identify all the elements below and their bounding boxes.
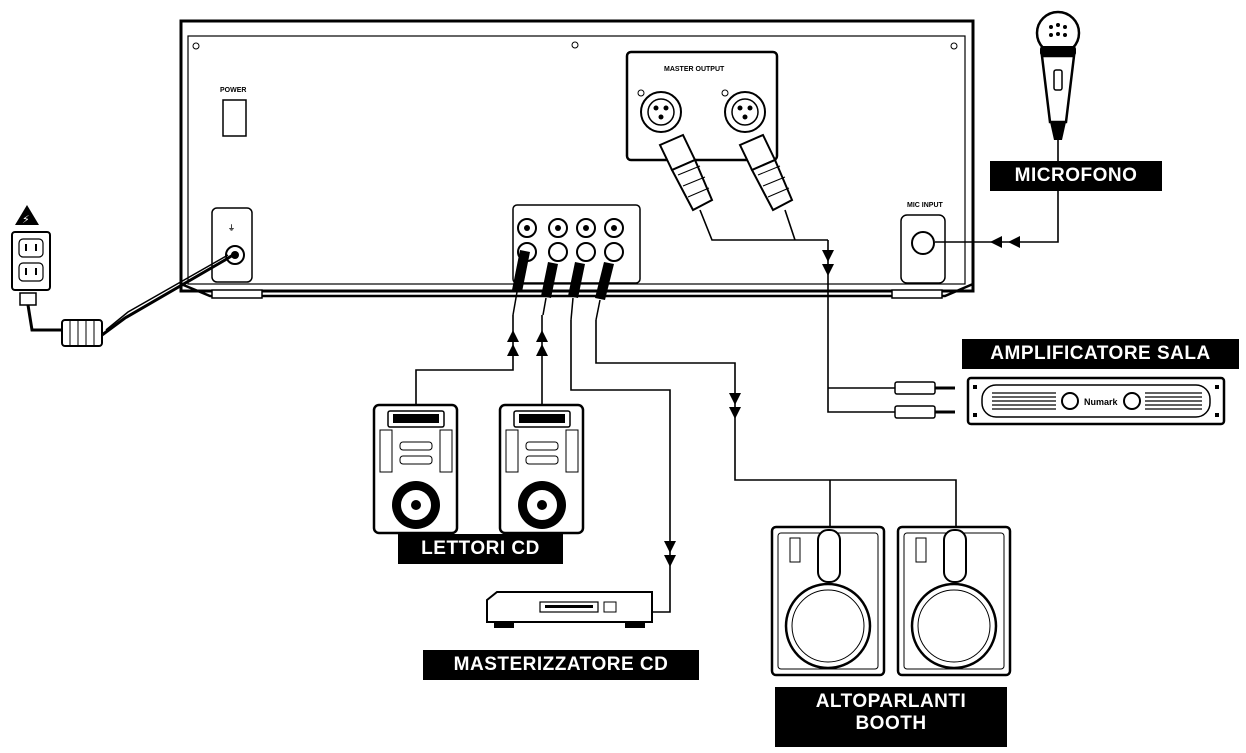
arrows <box>507 236 1020 567</box>
xlr-output-left <box>637 89 682 133</box>
label-lettori-cd: LETTORI CD <box>398 534 563 564</box>
microphone <box>1035 10 1081 140</box>
booth-speaker-left <box>770 525 886 677</box>
cd-player-2 <box>498 403 585 535</box>
master-output-panel: MASTER OUTPUT <box>625 50 779 162</box>
wall-outlet: ⚡ <box>11 205 51 306</box>
label-masterizzatore-cd: MASTERIZZATORE CD <box>423 650 699 680</box>
master-output-label: MASTER OUTPUT <box>664 66 725 73</box>
amp-brand: Numark <box>1084 397 1119 407</box>
svg-text:⏚: ⏚ <box>228 224 235 232</box>
label-altoparlanti-booth: ALTOPARLANTI BOOTH <box>775 687 1007 747</box>
rca-plugs <box>512 250 614 321</box>
amplifier: Numark <box>966 376 1226 426</box>
booth-speaker-right <box>896 525 1012 677</box>
label-amplificatore-sala: AMPLIFICATORE SALA <box>962 339 1239 369</box>
warning-icon: ⚡ <box>22 213 30 226</box>
label-microfono: MICROFONO <box>990 161 1162 191</box>
xlr-plug-right <box>738 133 794 212</box>
xlr-output-right <box>721 89 766 133</box>
amp-input-plugs <box>894 381 955 419</box>
power-cable <box>26 253 234 347</box>
power-label: POWER <box>220 87 246 94</box>
label-altoparlanti-line1: ALTOPARLANTI <box>815 691 967 712</box>
mic-input-label: MIC INPUT <box>907 202 944 209</box>
cd-recorder <box>486 591 653 628</box>
power-inlet: ⏚ <box>211 207 253 283</box>
mic-input-jack: MIC INPUT <box>900 202 946 284</box>
cd-player-1 <box>372 403 459 535</box>
xlr-plug-left <box>658 133 714 212</box>
power-switch: POWER <box>220 87 247 137</box>
label-altoparlanti-line2: BOOTH <box>855 713 927 734</box>
